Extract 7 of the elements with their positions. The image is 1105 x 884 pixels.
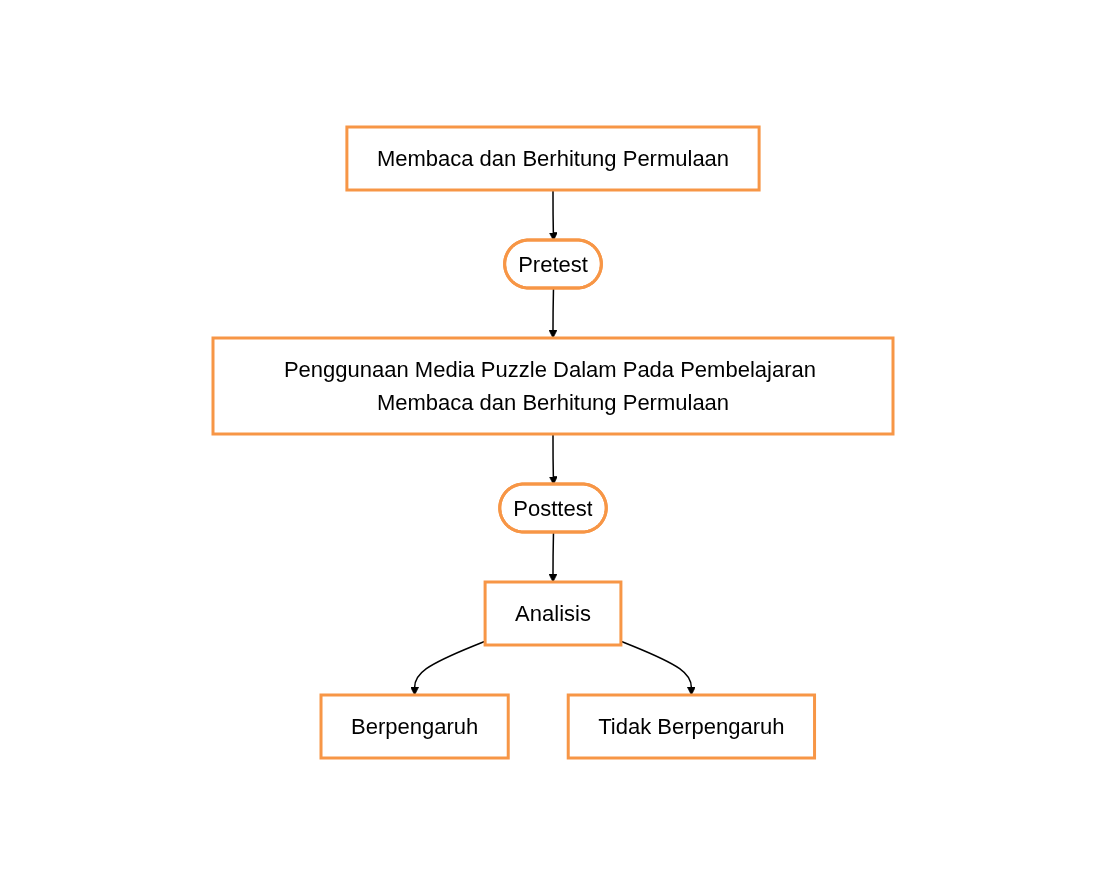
- node-box: Penggunaan Media Puzzle Dalam Pada Pembelajaran Membaca dan Berhitung Permulaan: [211, 336, 894, 435]
- node-box: Analisis: [483, 580, 622, 646]
- node-box: Tidak Berpengaruh: [566, 693, 816, 759]
- node-box: Berpengaruh: [319, 693, 510, 759]
- arrow: [548, 531, 557, 582]
- arrow: [548, 287, 557, 338]
- node-box: Membaca dan Berhitung Permulaan: [344, 125, 761, 191]
